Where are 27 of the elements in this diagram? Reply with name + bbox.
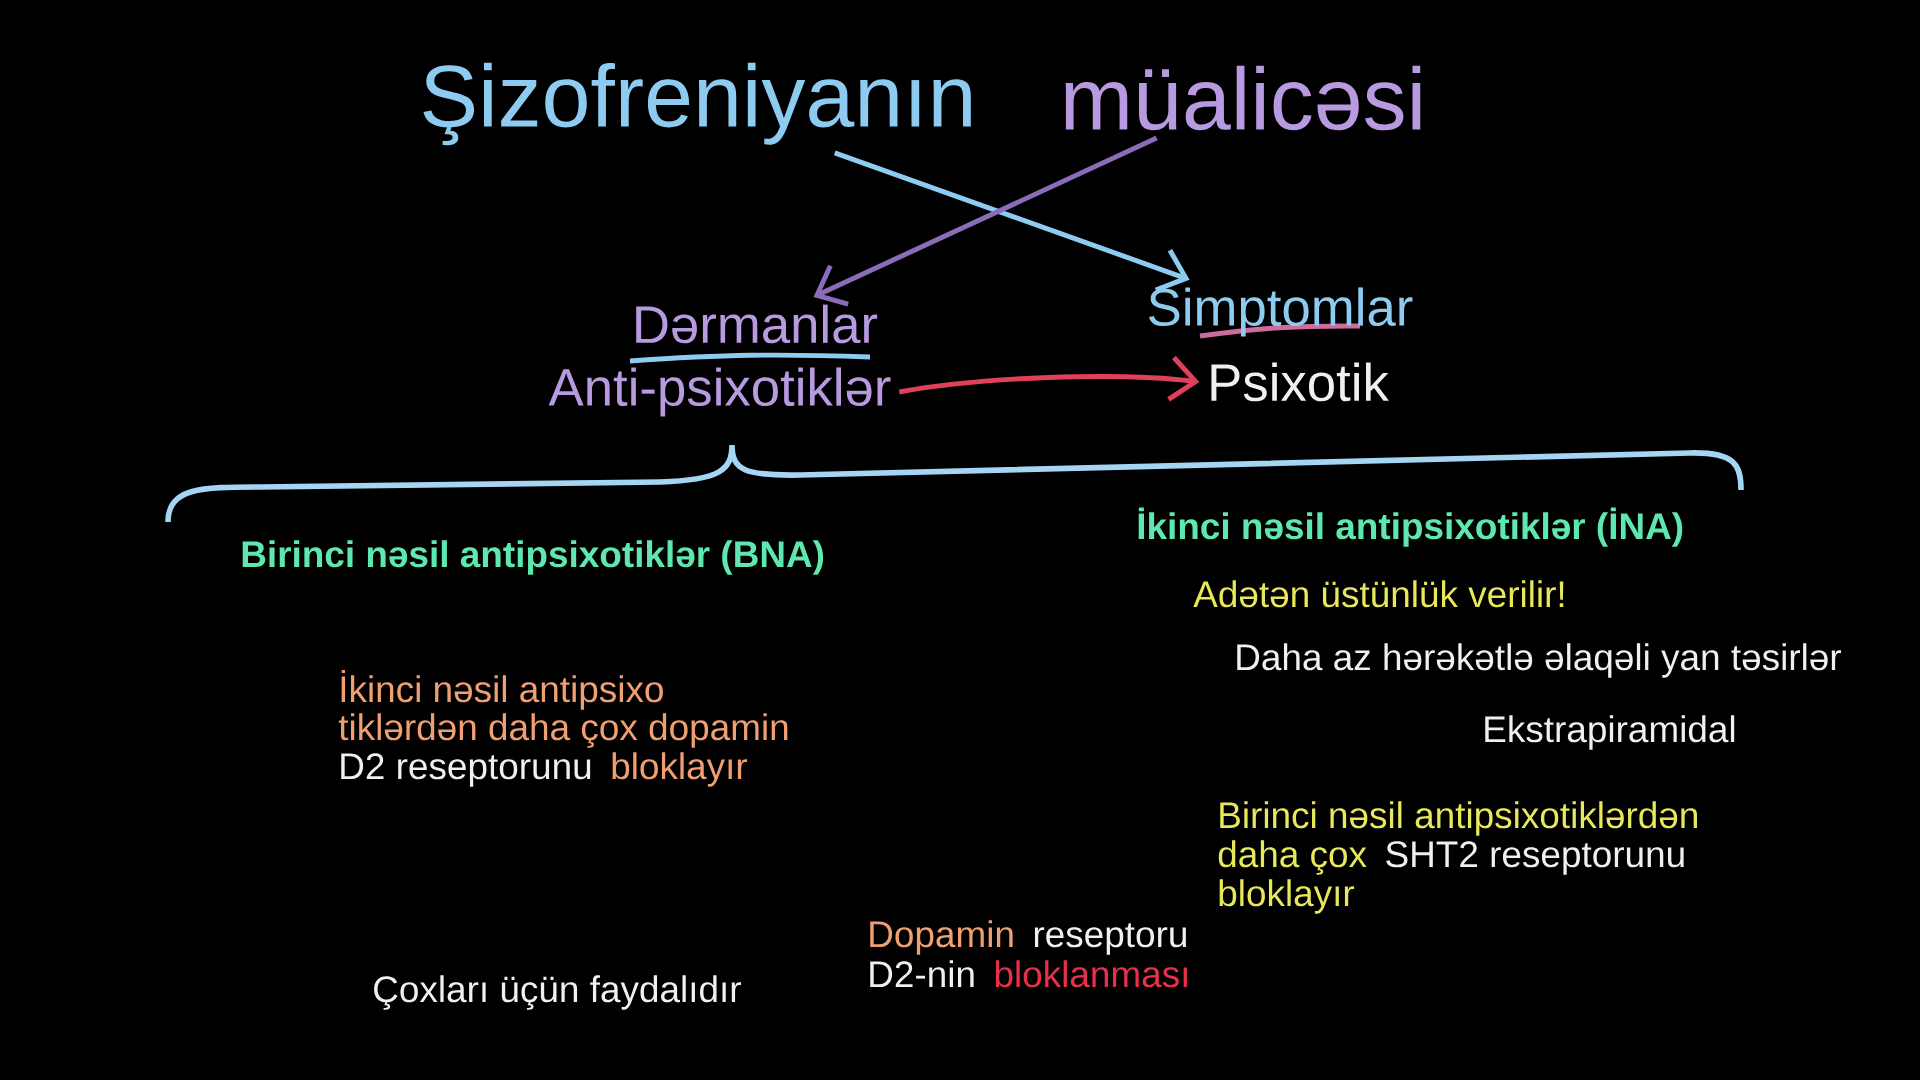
- note-text: SHT2 reseptorunu: [1386, 841, 1684, 875]
- note-text: bloklayır: [1219, 879, 1355, 914]
- note-text: Çoxları üçün faydalıdır: [374, 975, 741, 1010]
- note-text: D2 reseptorunu: [341, 753, 591, 787]
- note-text: Adətən üstünlük verilir!: [1193, 580, 1564, 608]
- note-text: İkinci nəsil antipsixo: [341, 669, 663, 710]
- note-text: Dopamin: [870, 920, 1013, 955]
- section-heading: Birinci nəsil antipsixotiklər (BNA): [242, 540, 824, 575]
- note-text: bloklayır: [612, 752, 748, 787]
- note-text: daha çox: [1218, 840, 1367, 875]
- symptom-text: Psixotik: [1211, 362, 1389, 402]
- note-text: bloklanması: [995, 960, 1187, 988]
- note-text: Birinci nəsil antipsixotiklərdən: [1220, 801, 1697, 836]
- arrow: [813, 135, 1158, 307]
- section-heading: İkinci nəsil antipsixotiklər (İNA): [1138, 507, 1683, 547]
- title-text: Şizofreniyanın: [423, 62, 971, 146]
- arrow: [833, 150, 1190, 293]
- note-text: reseptoru: [1034, 923, 1186, 955]
- note-text: Daha az hərəkətlə əlaqəli yan təsirlər: [1237, 643, 1842, 678]
- drug-class-text: Anti-psixotiklər: [548, 367, 891, 417]
- category-heading: Dərmanlar: [636, 304, 878, 344]
- note-text: tiklərdən daha çox dopamin: [338, 713, 788, 748]
- note-text: D2-nin: [870, 960, 974, 987]
- arrow: [898, 355, 1200, 402]
- note-text: Ekstrapiramidal: [1485, 715, 1735, 750]
- category-heading: Simptomlar: [1149, 287, 1413, 337]
- title-text: müalicəsi: [1065, 65, 1421, 131]
